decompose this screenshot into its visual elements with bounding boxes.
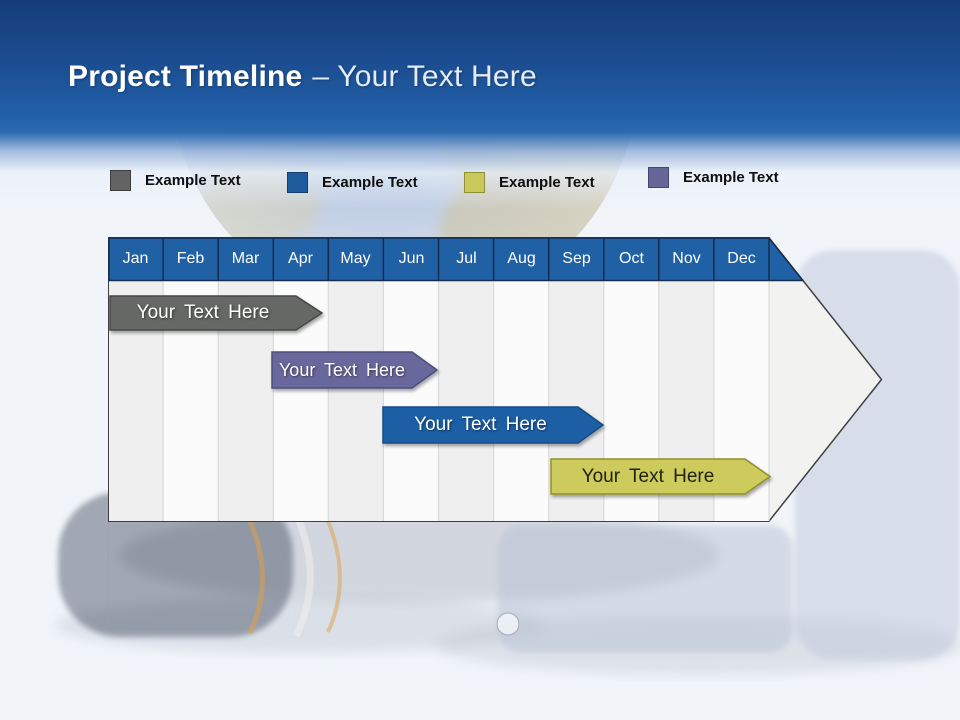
month-header-apr: Apr: [288, 250, 313, 267]
timeline-bar-label-purple[interactable]: Your Text Here: [278, 359, 406, 380]
yellow-swatch-icon: [464, 172, 485, 193]
month-header-separators: [162, 238, 770, 280]
month-header-nov: Nov: [672, 250, 701, 267]
legend-item-gray[interactable]: Example Text: [110, 170, 241, 191]
legend-item-yellow[interactable]: Example Text: [464, 172, 595, 193]
month-header-feb: Feb: [176, 250, 205, 267]
month-header-jun: Jun: [398, 250, 425, 267]
timeline-bar-gray[interactable]: [109, 295, 324, 331]
month-header-jan: Jan: [122, 250, 149, 267]
month-header-dec: Dec: [727, 250, 756, 267]
title-bold-text: Project Timeline: [68, 60, 303, 93]
month-header-mar: Mar: [231, 250, 260, 267]
legend-label: Example Text: [322, 174, 418, 191]
legend-label: Example Text: [145, 172, 241, 189]
legend-item-blue[interactable]: Example Text: [287, 172, 418, 193]
title-placeholder-text: Your Text Here: [337, 60, 537, 93]
timeline-bar-label-yellow[interactable]: Your Text Here: [581, 465, 715, 487]
month-header-band: [108, 237, 805, 282]
month-header-aug: Aug: [507, 250, 536, 267]
month-header-jul: Jul: [456, 250, 477, 267]
title-separator: –: [312, 60, 330, 93]
month-header-may: May: [340, 250, 371, 267]
timeline-bar-label-gray[interactable]: Your Text Here: [136, 302, 270, 323]
purple-swatch-icon: [648, 167, 669, 188]
timeline-bar-blue[interactable]: [382, 406, 605, 444]
month-header-oct: Oct: [619, 250, 644, 267]
legend-label: Example Text: [499, 174, 595, 191]
timeline-bar-label-blue[interactable]: Your Text Here: [414, 414, 547, 435]
timeline-arrow-graphic: [108, 237, 883, 522]
timeline-chart: Jan Feb Mar Apr May Jun Jul Aug Sep Oct …: [108, 237, 883, 522]
legend-label: Example Text: [683, 169, 779, 186]
month-header-sep: Sep: [562, 250, 591, 267]
timeline-bar-yellow[interactable]: [550, 458, 772, 495]
timeline-bar-purple[interactable]: [271, 351, 439, 389]
gray-swatch-icon: [110, 170, 131, 191]
page-title[interactable]: Project Timeline–Your Text Here: [68, 60, 537, 94]
blue-swatch-icon: [287, 172, 308, 193]
legend-item-purple[interactable]: Example Text: [648, 167, 779, 188]
